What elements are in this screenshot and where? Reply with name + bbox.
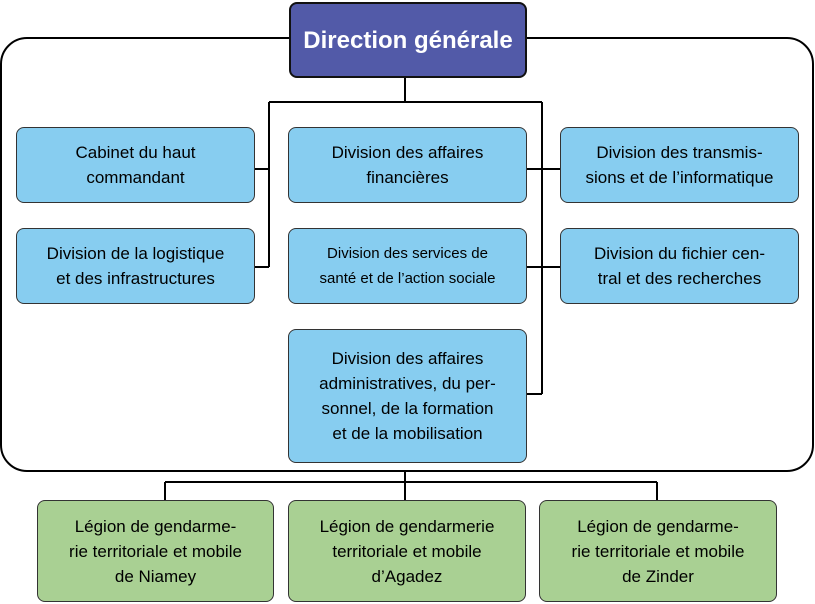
sante-label: Division des services de santé et de l’a… [319, 245, 496, 287]
cabinet-box: Cabinet du haut commandant [16, 127, 255, 203]
logistique-label: Division de la logistique et des infrast… [46, 244, 225, 288]
legion-niamey-label: Légion de gendarme- rie territoriale et … [69, 516, 242, 586]
administratives-label: Division des affaires administratives, d… [319, 349, 496, 443]
fichier-label: Division du fichier cen- tral et des rec… [593, 244, 765, 288]
transmissions-box: Division des transmis- sions et de l’inf… [560, 127, 799, 203]
cabinet-label: Cabinet du haut commandant [75, 143, 196, 187]
legion-agadez-box: Légion de gendarmerie territoriale et mo… [288, 500, 526, 602]
transmissions-label: Division des transmis- sions et de l’inf… [585, 143, 774, 187]
fichier-box: Division du fichier cen- tral et des rec… [560, 228, 799, 304]
legion-niamey-box: Légion de gendarme- rie territoriale et … [37, 500, 274, 602]
financieres-label: Division des affaires financières [331, 143, 484, 187]
direction-generale-label: Direction générale [303, 26, 513, 54]
legion-zinder-label: Légion de gendarme- rie territoriale et … [571, 516, 745, 586]
direction-generale-box: Direction générale [289, 2, 527, 78]
sante-box: Division des services de santé et de l’a… [288, 228, 527, 304]
logistique-box: Division de la logistique et des infrast… [16, 228, 255, 304]
administratives-box: Division des affaires administratives, d… [288, 329, 527, 463]
legion-agadez-label: Légion de gendarmerie territoriale et mo… [319, 516, 495, 586]
financieres-box: Division des affaires financières [288, 127, 527, 203]
legion-zinder-box: Légion de gendarme- rie territoriale et … [539, 500, 777, 602]
